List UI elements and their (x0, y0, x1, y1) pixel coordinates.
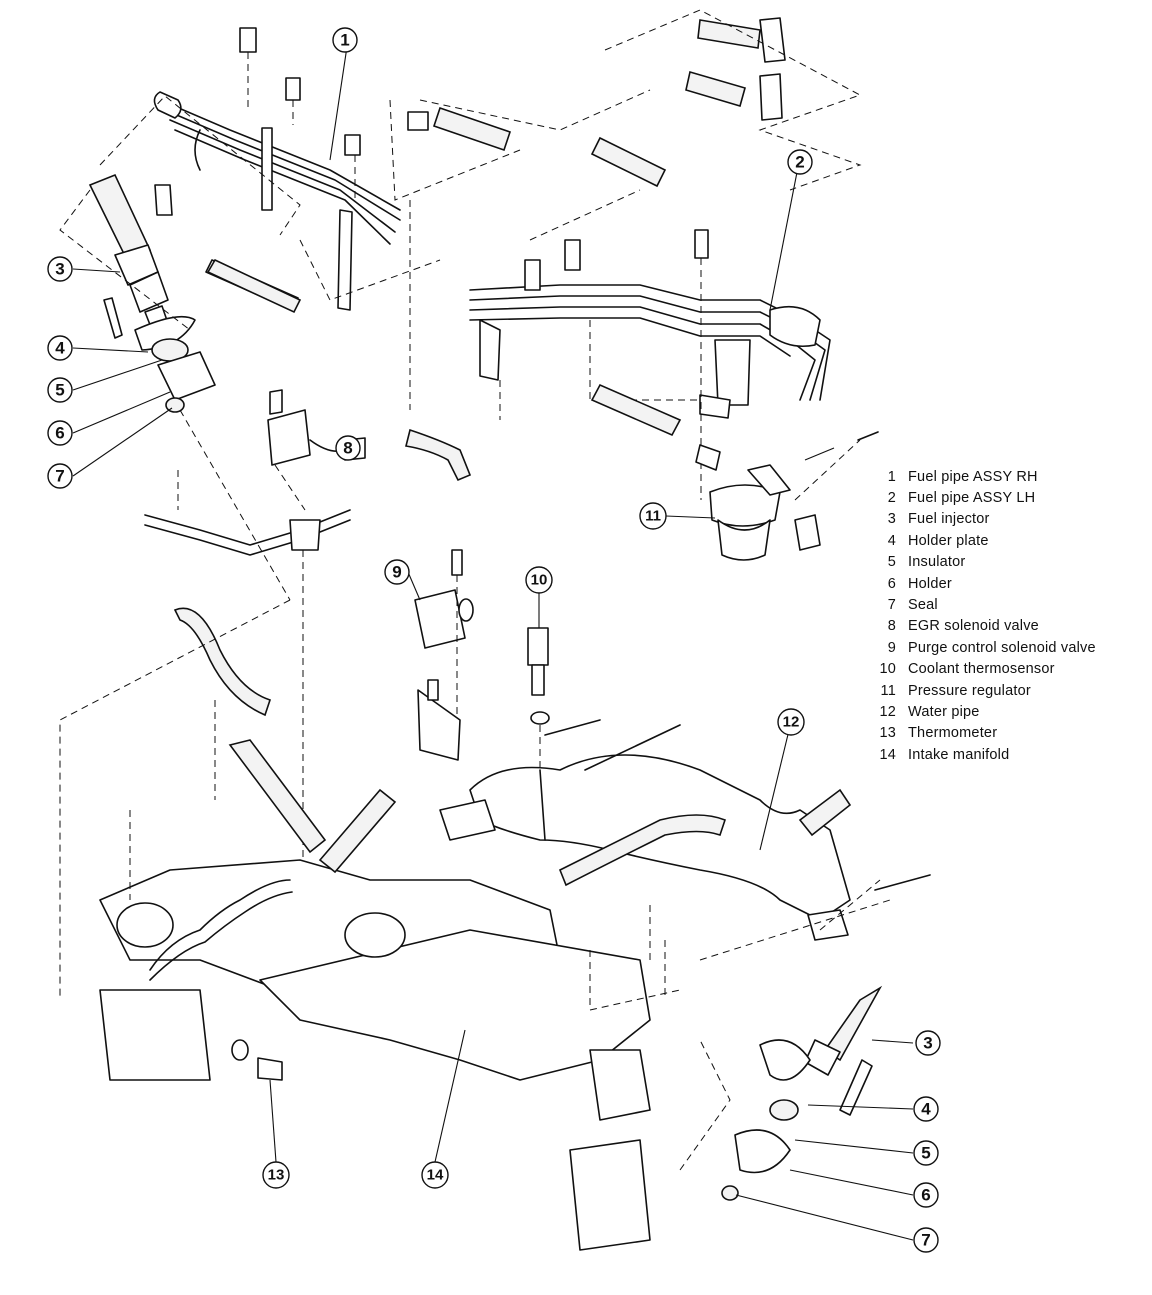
legend-item: 6 Holder (868, 573, 1148, 594)
callout-2: 2 (787, 149, 813, 175)
legend-item-number: 13 (879, 725, 896, 742)
legend-item: 2 Fuel pipe ASSY LH (868, 487, 1148, 508)
legend-item-label: Fuel pipe ASSY RH (908, 468, 1038, 485)
callout-1: 1 (332, 27, 358, 53)
fuel-pipe-assy-lh (469, 229, 831, 419)
thermometer (231, 1039, 283, 1081)
callout-13: 13 (262, 1161, 290, 1189)
callout-14: 14 (421, 1161, 449, 1189)
water-pipe (439, 754, 852, 941)
legend-item: 1 Fuel pipe ASSY RH (868, 466, 1148, 487)
legend-item-number: 4 (887, 532, 896, 549)
callout-12: 12 (777, 708, 805, 736)
fuel-pipe-assy-rh (153, 27, 401, 311)
legend-item: 10 Coolant thermosensor (868, 659, 1148, 680)
callout-4-left: 4 (47, 335, 73, 361)
callout-5-left: 5 (47, 377, 73, 403)
callout-11: 11 (639, 502, 667, 530)
legend-item-label: Intake manifold (908, 746, 1010, 763)
svg-text:10: 10 (531, 572, 548, 589)
intake-manifold (99, 739, 651, 1251)
coolant-thermosensor (527, 627, 550, 725)
callout-8: 8 (335, 435, 361, 461)
legend-item: 5 Insulator (868, 552, 1148, 573)
legend-item: 9 Purge control solenoid valve (868, 637, 1148, 658)
legend-item-number: 12 (879, 703, 896, 720)
callout-3-left: 3 (47, 256, 73, 282)
svg-text:14: 14 (427, 1167, 444, 1184)
purge-control-solenoid-valve (414, 549, 474, 649)
callout-7-left: 7 (47, 463, 73, 489)
legend-item: 11 Pressure regulator (868, 680, 1148, 701)
legend-item: 14 Intake manifold (868, 744, 1148, 765)
legend-item-label: Coolant thermosensor (908, 661, 1055, 678)
svg-text:12: 12 (783, 714, 800, 731)
fuel-injector-right (721, 985, 883, 1201)
legend-item-label: Insulator (908, 554, 966, 571)
legend-item-label: Seal (908, 597, 938, 614)
legend-item-number: 6 (887, 575, 896, 592)
legend-item-number: 11 (880, 682, 896, 699)
svg-text:8: 8 (343, 439, 352, 458)
svg-text:7: 7 (921, 1231, 930, 1250)
bracket (417, 689, 461, 761)
callout-9: 9 (384, 559, 410, 585)
legend-item-label: Thermometer (908, 725, 998, 742)
svg-text:3: 3 (55, 260, 64, 279)
callout-6-right: 6 (913, 1182, 939, 1208)
legend-item: 8 EGR solenoid valve (868, 616, 1148, 637)
callout-4-right: 4 (913, 1096, 939, 1122)
legend-item-number: 7 (887, 597, 896, 614)
legend-item: 3 Fuel injector (868, 509, 1148, 530)
legend-item-number: 14 (879, 746, 896, 763)
legend-item: 12 Water pipe (868, 701, 1148, 722)
callout-5-right: 5 (913, 1140, 939, 1166)
legend-item-number: 1 (887, 468, 896, 485)
legend-item-number: 10 (879, 661, 896, 678)
legend-item-label: Holder (908, 575, 952, 592)
legend-item-number: 8 (887, 618, 896, 635)
svg-text:4: 4 (55, 339, 65, 358)
svg-text:6: 6 (921, 1186, 930, 1205)
legend-item-number: 5 (887, 554, 896, 571)
legend-item-number: 2 (887, 490, 896, 507)
legend-item-label: Holder plate (908, 532, 989, 549)
parts-legend: 1 Fuel pipe ASSY RH 2 Fuel pipe ASSY LH 3 Fue… (868, 466, 1148, 765)
fuel-hoses (206, 17, 786, 482)
legend-item: 13 Thermometer (868, 723, 1148, 744)
svg-text:2: 2 (795, 153, 804, 172)
legend-item-number: 3 (887, 511, 896, 528)
legend-item-label: Water pipe (908, 703, 980, 720)
svg-text:4: 4 (921, 1100, 931, 1119)
legend-item-label: Purge control solenoid valve (908, 639, 1096, 656)
callout-3-right: 3 (915, 1030, 941, 1056)
svg-text:7: 7 (55, 467, 64, 486)
callout-7-right: 7 (913, 1227, 939, 1253)
svg-text:9: 9 (392, 563, 401, 582)
legend-item-label: Fuel pipe ASSY LH (908, 490, 1036, 507)
fuel-injector-left (88, 173, 216, 413)
vacuum-bracket (144, 509, 351, 717)
svg-text:13: 13 (268, 1167, 285, 1184)
legend-item-label: Pressure regulator (908, 682, 1031, 699)
legend-item: 4 Holder plate (868, 530, 1148, 551)
svg-text:1: 1 (340, 31, 349, 50)
callout-6-left: 6 (47, 420, 73, 446)
svg-text:11: 11 (645, 508, 661, 525)
legend-item-number: 9 (887, 639, 896, 656)
svg-text:3: 3 (923, 1034, 932, 1053)
callout-10: 10 (525, 566, 553, 594)
svg-text:5: 5 (921, 1144, 930, 1163)
legend-item: 7 Seal (868, 594, 1148, 615)
legend-item-label: EGR solenoid valve (908, 618, 1039, 635)
svg-text:5: 5 (55, 381, 64, 400)
svg-text:6: 6 (55, 424, 64, 443)
pressure-regulator (709, 464, 821, 561)
legend-item-label: Fuel injector (908, 511, 990, 528)
